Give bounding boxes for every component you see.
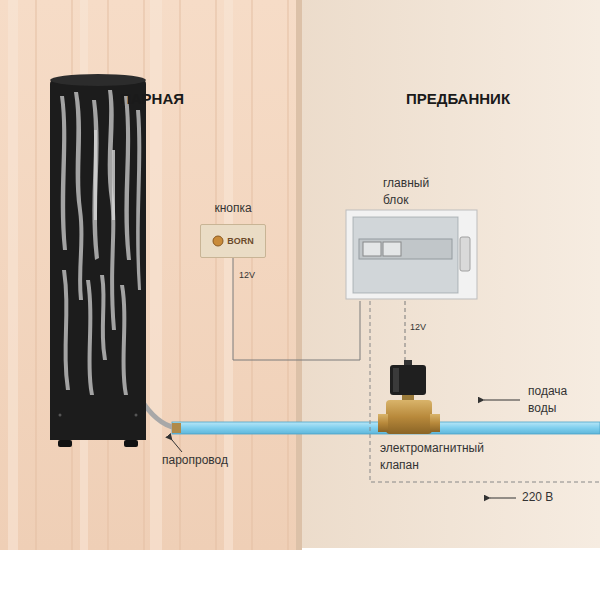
anteroom-wall [300, 0, 600, 548]
power-arrow [490, 498, 516, 499]
button-icon [212, 235, 224, 247]
sauna-heater [50, 74, 146, 447]
steam-pipe-leader [172, 440, 182, 452]
wood-wall [0, 0, 300, 550]
power-label: 220 В [522, 489, 582, 506]
water-supply-label: подача воды [528, 383, 590, 417]
solenoid-valve: электромагнитный клапан [372, 360, 502, 474]
wall-button: кнопкаBORN [196, 200, 270, 258]
control-wire [233, 258, 360, 360]
control-wire [405, 301, 406, 360]
valve-illustration [378, 360, 440, 436]
enclosure-illustration [345, 209, 480, 301]
wood-planks [36, 0, 288, 550]
node-heading: кнопка [196, 200, 270, 216]
room-title: ПАРНАЯ [82, 90, 222, 107]
button-plate: BORN [200, 224, 266, 258]
node-heading: главный блок [383, 175, 453, 209]
power-line [370, 301, 600, 482]
voltage-label: 12V [239, 270, 255, 281]
water-arrow [484, 400, 520, 401]
node-caption: электромагнитный клапан [372, 440, 498, 474]
pipe-fitting [172, 423, 181, 433]
steam-pipe-label: паропровод [162, 452, 262, 469]
main-control-unit: главный блок [345, 175, 480, 301]
wood-highlights [8, 0, 233, 550]
voltage-label: 12V [410, 322, 426, 333]
room-title: ПРЕДБАННИК [383, 90, 533, 107]
brand-mark: BORN [227, 236, 254, 246]
wall-divider [296, 0, 302, 550]
